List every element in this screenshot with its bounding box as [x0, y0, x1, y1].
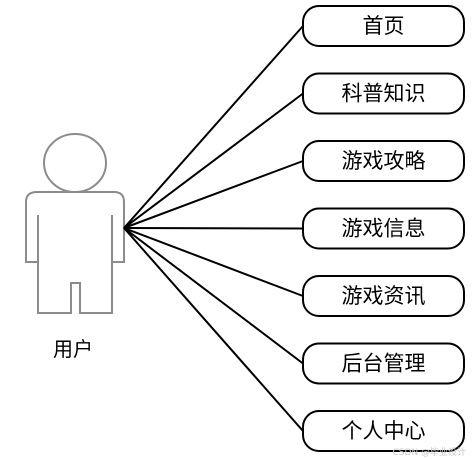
association-line [123, 227, 304, 230]
use-case-label: 首页 [363, 14, 405, 38]
use-case-box [302, 275, 465, 317]
watermark: CSDN @毕业设计 [392, 446, 466, 458]
association-line [123, 227, 304, 297]
use-case-item: 游戏信息 [302, 207, 465, 250]
association-line [123, 25, 304, 229]
use-case-item: 首页 [302, 5, 465, 47]
use-case-box [302, 410, 465, 452]
use-case-box [302, 140, 465, 182]
association-line [123, 160, 304, 229]
actor-figure [25, 133, 125, 314]
actor-body [25, 191, 125, 314]
use-case-box [302, 342, 465, 385]
actor-head [43, 133, 107, 193]
use-case-box [302, 72, 465, 115]
use-case-label: 科普知识 [342, 82, 426, 106]
use-case-label: 游戏信息 [342, 217, 426, 241]
use-case-box [302, 5, 465, 47]
use-case-label: 后台管理 [342, 352, 426, 376]
association-lines [123, 25, 304, 432]
use-case-item: 个人中心 [302, 410, 465, 452]
association-line [123, 92, 304, 229]
association-line [123, 227, 304, 365]
use-case-item: 科普知识 [302, 72, 465, 115]
use-case-item: 后台管理 [302, 342, 465, 385]
association-line [123, 227, 304, 432]
actor-label: 用户 [53, 337, 93, 361]
use-case-label: 个人中心 [342, 419, 426, 443]
use-case-item: 游戏资讯 [302, 275, 465, 317]
use-case-label: 游戏攻略 [342, 149, 426, 173]
use-case-item: 游戏攻略 [302, 140, 465, 182]
use-case-label: 游戏资讯 [342, 284, 426, 308]
use-case-box [302, 207, 465, 250]
